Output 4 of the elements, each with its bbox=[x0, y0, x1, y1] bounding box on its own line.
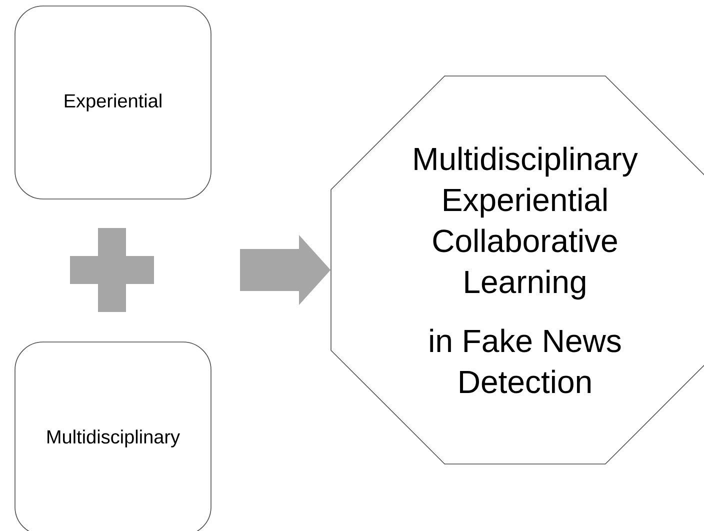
rounded-box: Multidisciplinary bbox=[14, 342, 212, 531]
plus-sign bbox=[70, 228, 154, 312]
rounded-box: Experiential bbox=[14, 6, 212, 200]
block-arrow bbox=[240, 235, 331, 305]
